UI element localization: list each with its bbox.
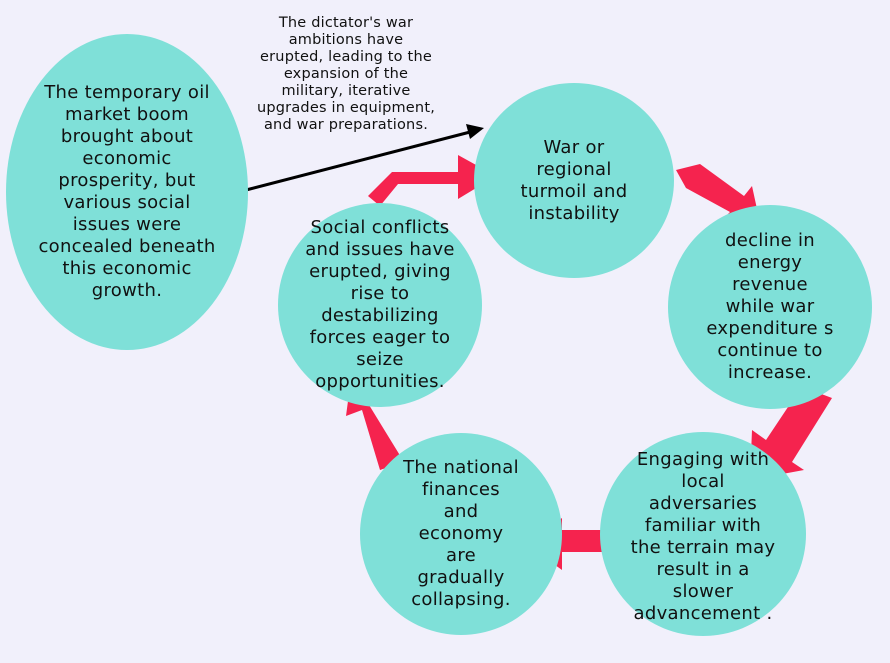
- cycle-node-revenue: decline in energy revenue while war expe…: [668, 205, 872, 409]
- cycle-arrow-social-to-war: [368, 155, 496, 206]
- cycle-node-adversaries: Engaging with local adversaries familiar…: [600, 432, 806, 636]
- connector-arrowhead: [466, 124, 484, 139]
- cycle-node-adversaries-text: Engaging with local adversaries familiar…: [630, 449, 776, 624]
- cycle-node-finances: The national finances and economy are gr…: [360, 433, 562, 635]
- cycle-node-war: War or regional turmoil and instability: [474, 83, 674, 278]
- cycle-arrow-finances-to-social: [346, 386, 404, 470]
- origin-node: The temporary oil market boom brought ab…: [6, 34, 248, 350]
- cycle-node-war-text: War or regional turmoil and instability: [520, 136, 628, 224]
- origin-node-text: The temporary oil market boom brought ab…: [38, 82, 216, 301]
- cycle-node-social-text: Social conflicts and issues have erupted…: [305, 217, 455, 392]
- connector-arrow: [245, 129, 475, 192]
- cycle-node-finances-text: The national finances and economy are gr…: [403, 457, 519, 610]
- cycle-node-revenue-text: decline in energy revenue while war expe…: [706, 230, 834, 383]
- connector-note: The dictator's war ambitions have erupte…: [256, 15, 436, 133]
- cycle-node-social: Social conflicts and issues have erupted…: [278, 203, 482, 407]
